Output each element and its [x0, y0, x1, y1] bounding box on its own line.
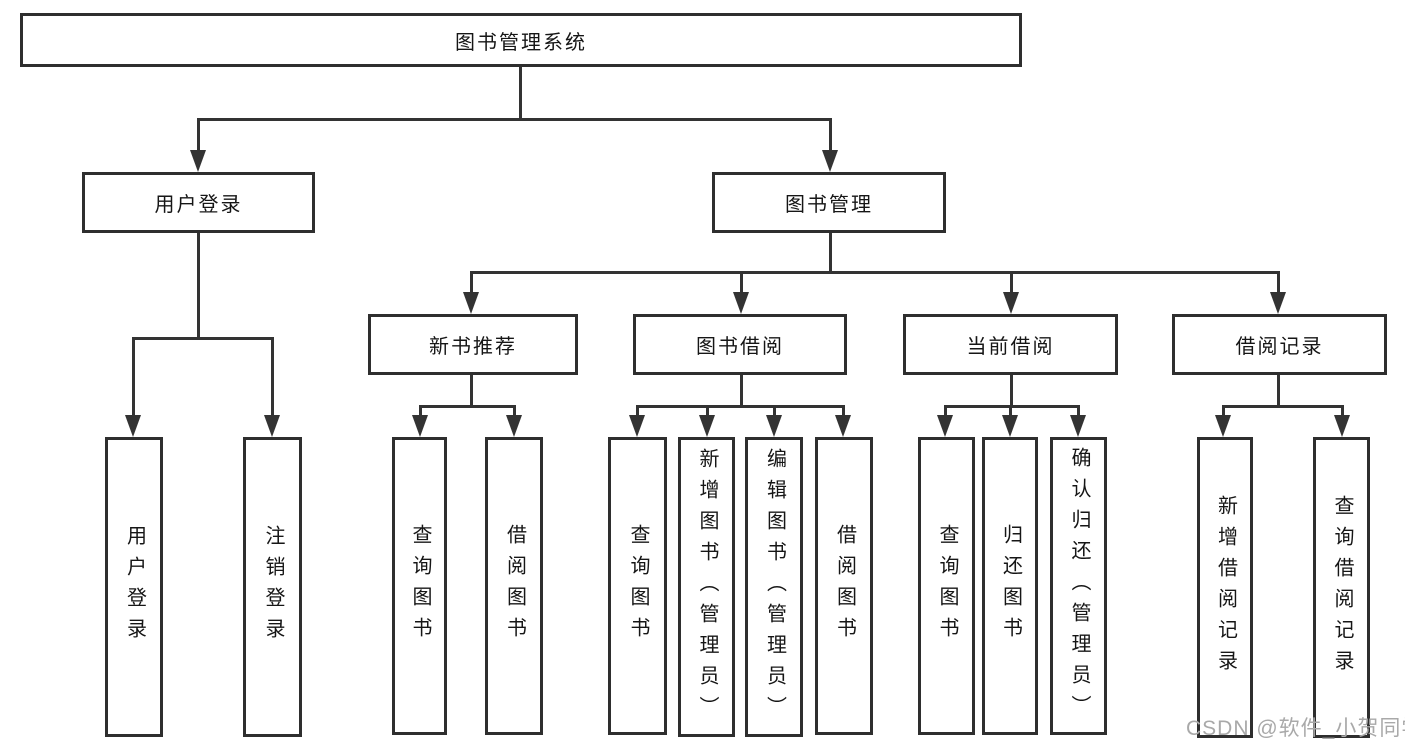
- node-user-login-label: 用户登录: [154, 194, 243, 216]
- connector-user-login-stub: [197, 233, 200, 340]
- leaf-add-book-admin-label: 新增图书（管理员）: [696, 447, 718, 727]
- leaf-logout: 注销登录: [243, 437, 302, 737]
- arrow-down-icon: [1270, 292, 1286, 314]
- connector-arrow-shaft: [513, 405, 516, 415]
- arrow-down-icon: [125, 415, 141, 437]
- connector-arrow-shaft: [636, 405, 639, 415]
- leaf-borrow-books-borrowing-label: 借阅图书: [833, 524, 856, 648]
- arrow-down-icon: [463, 292, 479, 314]
- leaf-query-borrow-record-label: 查询借阅记录: [1331, 494, 1353, 681]
- leaf-query-books-recommend: 查询图书: [392, 437, 447, 735]
- connector-book-mgmt-hline: [470, 271, 1280, 274]
- connector-arrow-shaft: [773, 405, 776, 415]
- connector-current-borrow-hline: [944, 405, 1080, 408]
- node-root-label: 图书管理系统: [455, 31, 587, 54]
- node-book-management: 图书管理: [712, 172, 946, 233]
- leaf-borrow-books-recommend-label: 借阅图书: [503, 524, 526, 648]
- node-user-login: 用户登录: [82, 172, 315, 233]
- node-book-borrowing-label: 图书借阅: [696, 336, 784, 358]
- node-book-borrowing: 图书借阅: [633, 314, 847, 375]
- arrow-down-icon: [506, 415, 522, 437]
- leaf-return-books-label: 归还图书: [999, 524, 1022, 648]
- arrow-down-icon: [1070, 415, 1086, 437]
- connector-arrow-shaft: [470, 271, 473, 292]
- connector-arrow-shaft: [706, 405, 709, 415]
- arrow-down-icon: [699, 415, 715, 437]
- leaf-query-books-borrowing-label: 查询图书: [627, 524, 649, 648]
- arrow-down-icon: [1003, 292, 1019, 314]
- node-book-management-label: 图书管理: [785, 194, 873, 216]
- leaf-query-books-current-label: 查询图书: [936, 524, 958, 648]
- leaf-add-borrow-record: 新增借阅记录: [1197, 437, 1253, 738]
- arrow-down-icon: [1215, 415, 1231, 437]
- connector-user-login-hline: [132, 337, 274, 340]
- leaf-query-borrow-record: 查询借阅记录: [1313, 437, 1370, 738]
- connector-arrow-shaft: [197, 118, 200, 150]
- connector-arrow-shaft: [1222, 405, 1225, 415]
- connector-root-stub: [519, 67, 522, 120]
- arrow-down-icon: [629, 415, 645, 437]
- connector-root-hline: [197, 118, 832, 121]
- connector-arrow-shaft: [271, 337, 274, 415]
- connector-current-borrow-stub: [1010, 375, 1013, 408]
- leaf-borrow-books-recommend: 借阅图书: [485, 437, 543, 735]
- connector-arrow-shaft: [1009, 405, 1012, 415]
- leaf-return-books: 归还图书: [982, 437, 1038, 735]
- connector-borrow-record-stub: [1277, 375, 1280, 408]
- connector-book-borrow-stub: [740, 375, 743, 408]
- leaf-add-borrow-record-label: 新增借阅记录: [1214, 494, 1237, 681]
- node-current-borrowing: 当前借阅: [903, 314, 1118, 375]
- node-new-book-recommend: 新书推荐: [368, 314, 578, 375]
- leaf-confirm-return-admin: 确认归还（管理员）: [1050, 437, 1107, 735]
- node-root: 图书管理系统: [20, 13, 1022, 67]
- node-current-borrowing-label: 当前借阅: [966, 336, 1055, 358]
- leaf-edit-book-admin-label: 编辑图书（管理员）: [763, 447, 786, 727]
- arrow-down-icon: [190, 150, 206, 172]
- connector-book-mgmt-stub: [829, 233, 832, 274]
- leaf-user-login: 用户登录: [105, 437, 163, 737]
- connector-arrow-shaft: [829, 118, 832, 150]
- arrow-down-icon: [412, 415, 428, 437]
- connector-arrow-shaft: [132, 337, 135, 415]
- arrow-down-icon: [822, 150, 838, 172]
- arrow-down-icon: [937, 415, 953, 437]
- leaf-query-books-borrowing: 查询图书: [608, 437, 667, 735]
- connector-arrow-shaft: [1010, 271, 1013, 292]
- node-new-book-recommend-label: 新书推荐: [429, 336, 517, 358]
- arrow-down-icon: [733, 292, 749, 314]
- arrow-down-icon: [264, 415, 280, 437]
- node-borrowing-records-label: 借阅记录: [1235, 336, 1324, 358]
- leaf-edit-book-admin: 编辑图书（管理员）: [745, 437, 803, 737]
- csdn-watermark: CSDN @软件_小贺同学: [1186, 717, 1405, 740]
- connector-arrow-shaft: [1077, 405, 1080, 415]
- connector-arrow-shaft: [1341, 405, 1344, 415]
- node-borrowing-records: 借阅记录: [1172, 314, 1387, 375]
- connector-new-book-hline: [419, 405, 516, 408]
- connector-book-borrow-hline: [636, 405, 845, 408]
- arrow-down-icon: [1334, 415, 1350, 437]
- connector-arrow-shaft: [842, 405, 845, 415]
- connector-arrow-shaft: [740, 271, 743, 292]
- leaf-user-login-label: 用户登录: [123, 525, 146, 649]
- leaf-confirm-return-admin-label: 确认归还（管理员）: [1068, 446, 1090, 726]
- leaf-query-books-recommend-label: 查询图书: [409, 524, 431, 648]
- leaf-query-books-current: 查询图书: [918, 437, 975, 735]
- arrow-down-icon: [766, 415, 782, 437]
- leaf-add-book-admin: 新增图书（管理员）: [678, 437, 735, 737]
- leaf-logout-label: 注销登录: [262, 525, 284, 649]
- connector-borrow-record-hline: [1222, 405, 1344, 408]
- connector-new-book-stub: [470, 375, 473, 408]
- connector-arrow-shaft: [1277, 271, 1280, 292]
- arrow-down-icon: [1002, 415, 1018, 437]
- connector-arrow-shaft: [944, 405, 947, 415]
- connector-arrow-shaft: [419, 405, 422, 415]
- leaf-borrow-books-borrowing: 借阅图书: [815, 437, 873, 735]
- arrow-down-icon: [835, 415, 851, 437]
